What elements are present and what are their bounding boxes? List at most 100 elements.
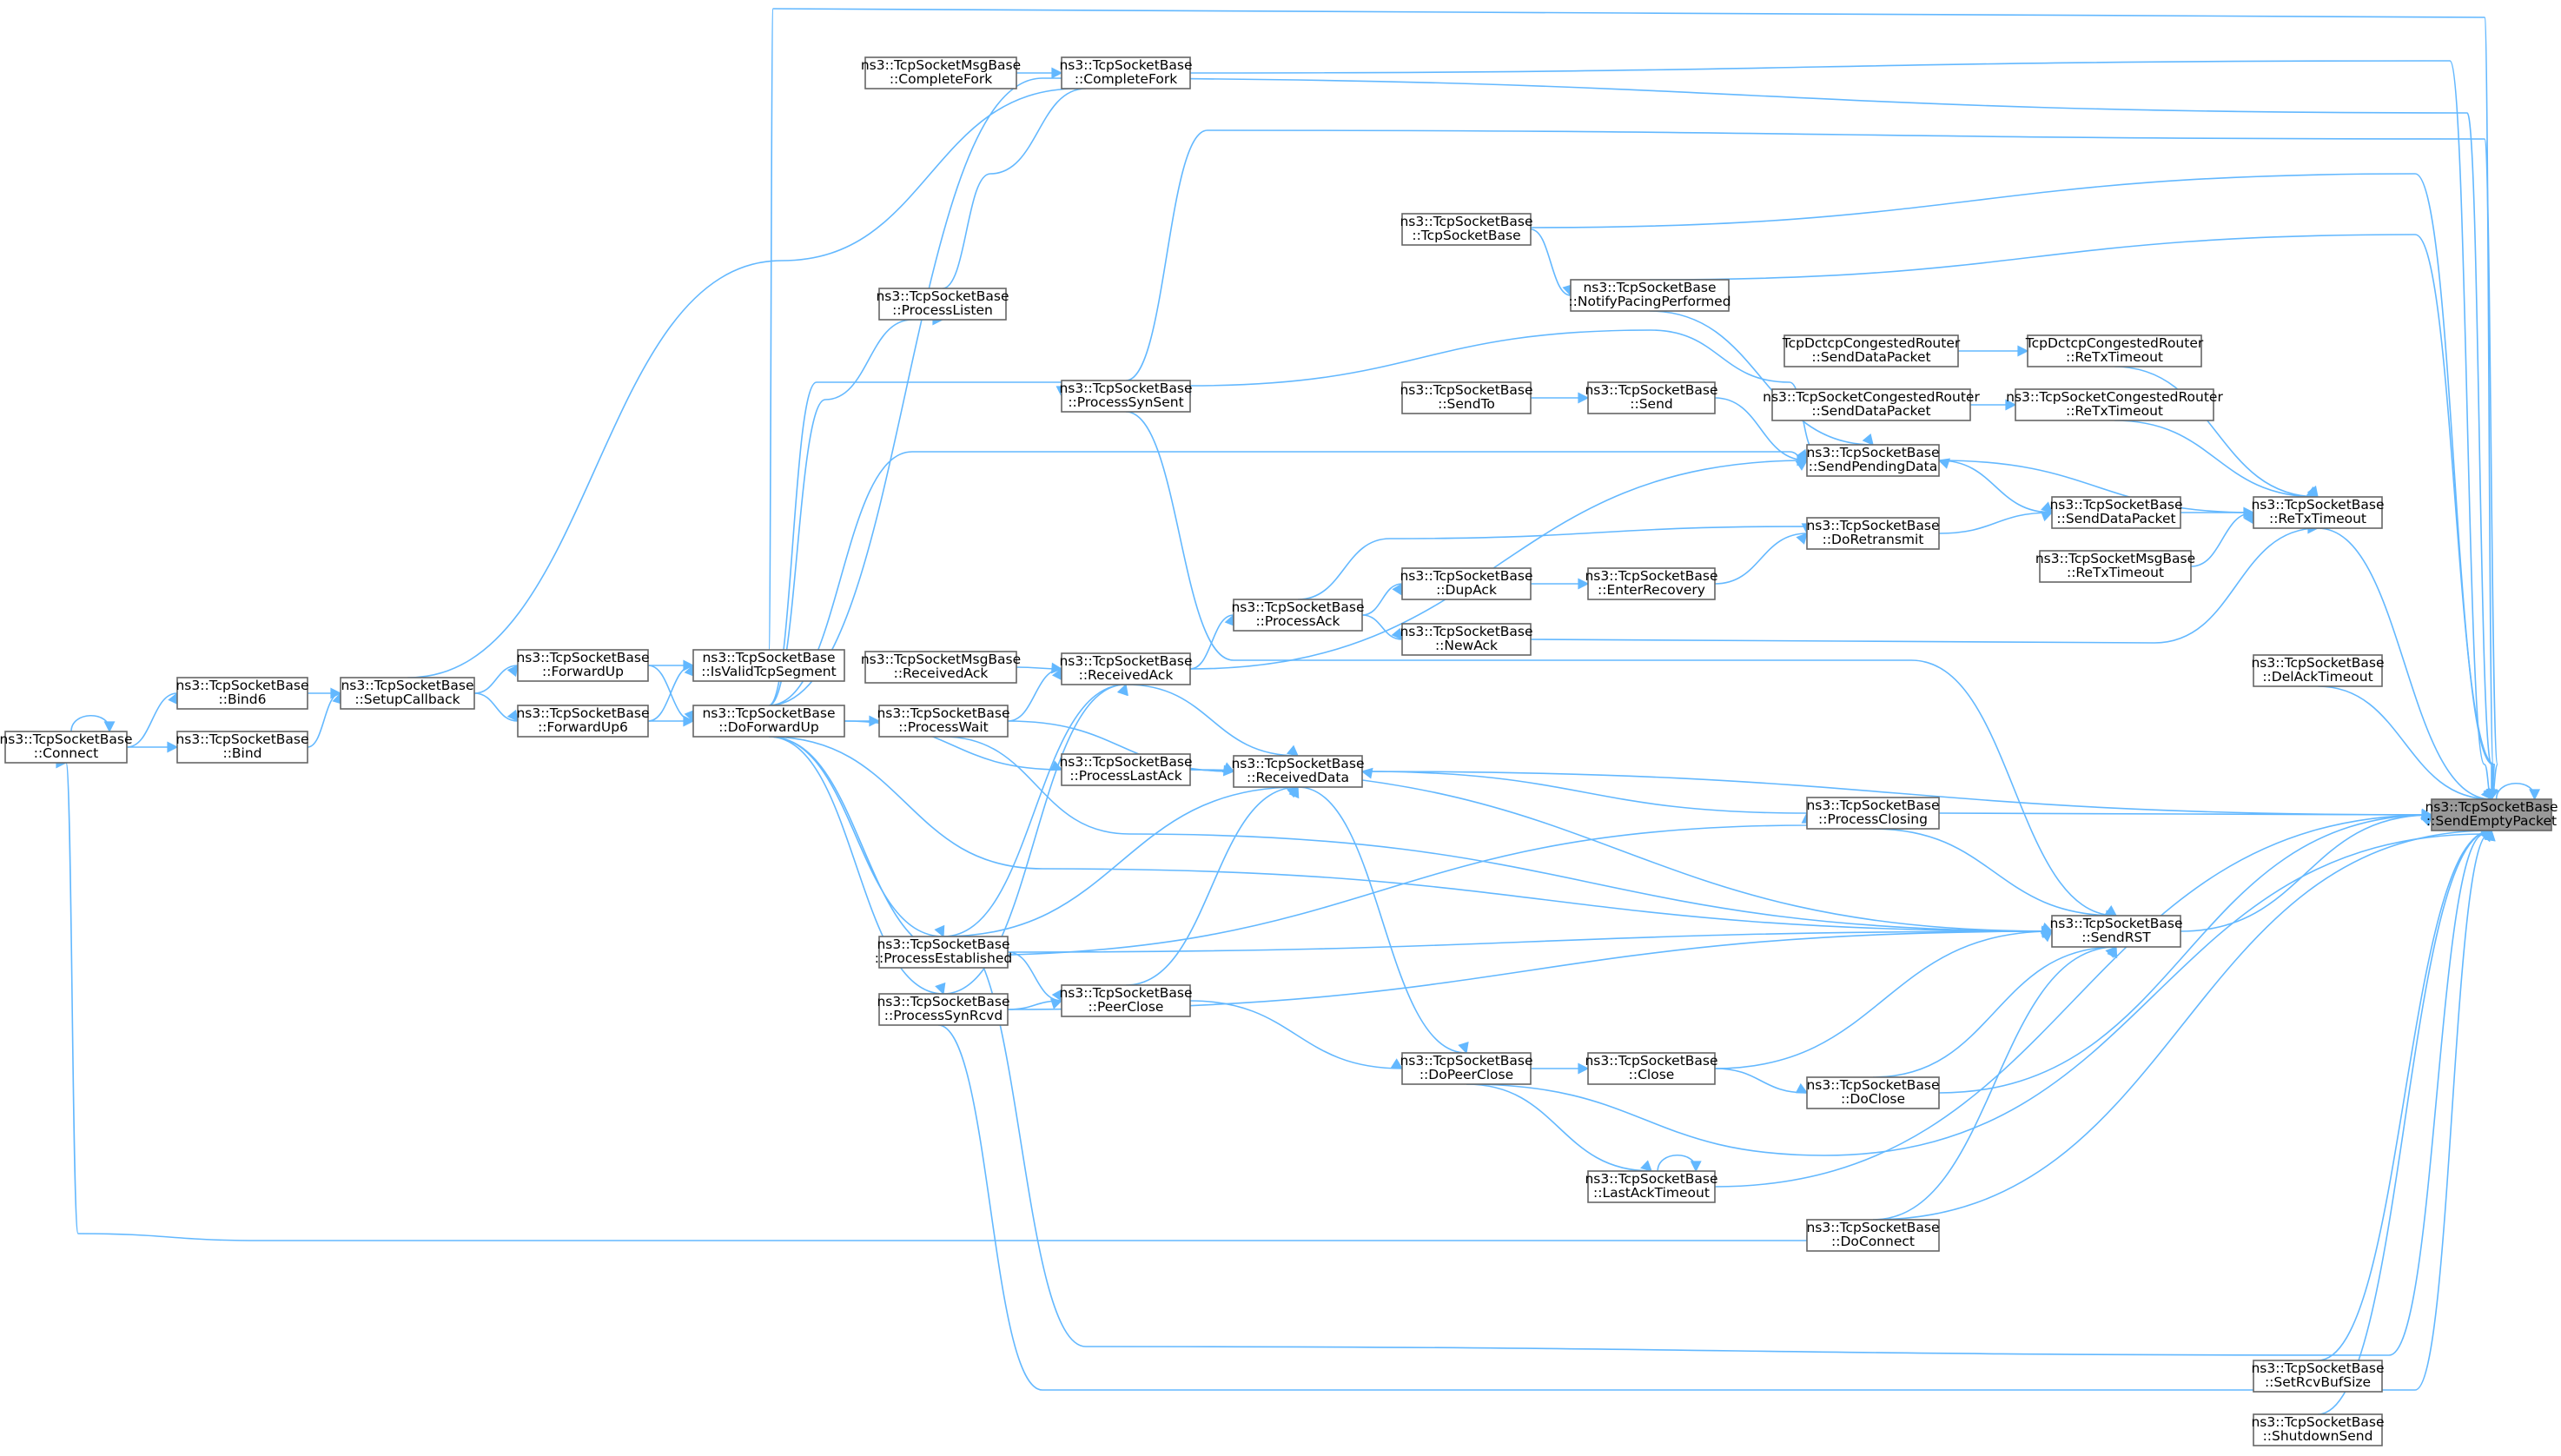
edge-processEstablished-to-sendRST <box>1007 925 2054 953</box>
node-completeFork[interactable]: ns3::TcpSocketBase::CompleteFork <box>1059 56 1193 89</box>
node-send[interactable]: ns3::TcpSocketBase::Send <box>1585 381 1718 414</box>
node-label: ns3::TcpSocketCongestedRouter <box>2006 389 2223 405</box>
node-msgCompleteFork[interactable]: ns3::TcpSocketMsgBase::CompleteFork <box>861 56 1021 89</box>
node-box <box>1401 213 1532 246</box>
node-box <box>1587 1170 1716 1203</box>
node-lastAckTimeout[interactable]: ns3::TcpSocketBase::LastAckTimeout <box>1585 1170 1718 1203</box>
edge-close-to-sendRST <box>1714 930 2054 1069</box>
node-processEstablished[interactable]: ns3::TcpSocketBase::ProcessEstablished <box>875 936 1012 969</box>
node-label: ns3::TcpSocketBase <box>702 705 835 721</box>
node-box <box>2015 388 2214 421</box>
node-box <box>2027 334 2202 367</box>
node-label: ns3::TcpSocketBase <box>341 678 473 693</box>
edge-peerClose-to-receivedData <box>1125 785 1300 986</box>
node-label: ns3::TcpSocketBase <box>1585 382 1717 398</box>
node-label: ::ProcessSynRcvd <box>884 1008 1003 1023</box>
node-setupCallback[interactable]: ns3::TcpSocketBase::SetupCallback <box>340 677 475 710</box>
node-box <box>2051 915 2181 948</box>
node-forwardUp[interactable]: ns3::TcpSocketBase::ForwardUp <box>516 649 650 682</box>
node-delAckTimeout[interactable]: ns3::TcpSocketBase::DelAckTimeout <box>2251 654 2385 687</box>
node-notifyPacing[interactable]: ns3::TcpSocketBase::NotifyPacingPerforme… <box>1568 279 1731 312</box>
edge-doForwardUp-to-processEstablished <box>768 736 945 938</box>
node-box <box>517 705 649 738</box>
node-processClosing[interactable]: ns3::TcpSocketBase::ProcessClosing <box>1806 797 1940 830</box>
edge-processEstablished-to-sendEmptyPacket <box>943 830 2493 1356</box>
edge-forwardUp-to-isValidTcpSegment <box>648 659 695 672</box>
node-label: ns3::TcpSocketBase <box>1400 624 1532 639</box>
node-processWait[interactable]: ns3::TcpSocketBase::ProcessWait <box>877 705 1010 738</box>
node-bind6[interactable]: ns3::TcpSocketBase::Bind6 <box>175 677 309 710</box>
node-congSendData[interactable]: ns3::TcpSocketCongestedRouter::SendDataP… <box>1763 388 1980 421</box>
node-tcpSocketBase[interactable]: ns3::TcpSocketBase::TcpSocketBase <box>1400 213 1533 246</box>
node-receivedData[interactable]: ns3::TcpSocketBase::ReceivedData <box>1231 755 1365 788</box>
edge-connect-to-connect <box>70 714 116 733</box>
node-label: ::SendDataPacket <box>1811 403 1930 419</box>
node-bind[interactable]: ns3::TcpSocketBase::Bind <box>175 731 309 764</box>
node-doConnect[interactable]: ns3::TcpSocketBase::DoConnect <box>1806 1219 1940 1252</box>
node-label: ::ShutdownSend <box>2263 1428 2373 1444</box>
node-label: ::ProcessAck <box>1255 613 1340 629</box>
node-sendPendingData[interactable]: ns3::TcpSocketBase::SendPendingData <box>1806 444 1940 477</box>
node-label: ::DoClose <box>1841 1091 1905 1107</box>
node-sendTo[interactable]: ns3::TcpSocketBase::SendTo <box>1400 381 1533 414</box>
node-msgReceivedAck[interactable]: ns3::TcpSocketMsgBase::ReceivedAck <box>861 651 1021 684</box>
node-label: ns3::TcpSocketBase <box>877 705 1009 721</box>
node-label: ::DupAck <box>1436 582 1497 598</box>
node-reTxTimeout[interactable]: ns3::TcpSocketBase::ReTxTimeout <box>2251 496 2385 529</box>
node-box <box>1806 444 1940 477</box>
node-isValidTcpSegment[interactable]: ns3::TcpSocketBase::IsValidTcpSegment <box>692 649 845 682</box>
node-dupAck[interactable]: ns3::TcpSocketBase::DupAck <box>1400 567 1533 600</box>
node-label: ::Close <box>1629 1067 1675 1082</box>
node-label: ns3::TcpSocketMsgBase <box>861 652 1021 667</box>
node-sendEmptyPacket[interactable]: ns3::TcpSocketBase::SendEmptyPacket <box>2425 798 2558 831</box>
node-sendRST[interactable]: ns3::TcpSocketBase::SendRST <box>2049 915 2183 948</box>
node-setRcvBufSize[interactable]: ns3::TcpSocketBase::SetRcvBufSize <box>2251 1360 2385 1393</box>
node-label: ::SetupCallback <box>354 692 460 707</box>
node-box <box>1233 599 1363 632</box>
node-box <box>176 677 308 710</box>
node-forwardUp6[interactable]: ns3::TcpSocketBase::ForwardUp6 <box>516 705 650 738</box>
node-label: ::ForwardUp6 <box>538 719 628 735</box>
node-label: ns3::TcpSocketBase <box>1059 754 1192 770</box>
node-label: ::LastAckTimeout <box>1593 1185 1710 1201</box>
node-doPeerClose[interactable]: ns3::TcpSocketBase::DoPeerClose <box>1400 1052 1533 1085</box>
node-label: ::ProcessListen <box>892 302 993 318</box>
node-congReTx[interactable]: ns3::TcpSocketCongestedRouter::ReTxTimeo… <box>2006 388 2223 421</box>
node-processSynRcvd[interactable]: ns3::TcpSocketBase::ProcessSynRcvd <box>877 993 1010 1026</box>
node-receivedAck[interactable]: ns3::TcpSocketBase::ReceivedAck <box>1059 652 1193 685</box>
edge-msgReTx-to-reTxTimeout <box>2190 511 2254 567</box>
edge-sendPendingData-to-sendDataPacket <box>1938 460 2053 513</box>
node-close[interactable]: ns3::TcpSocketBase::Close <box>1585 1052 1718 1085</box>
edge-doClose-to-sendRST <box>1872 946 2117 1078</box>
node-doRetransmit[interactable]: ns3::TcpSocketBase::DoRetransmit <box>1806 517 1940 550</box>
node-label: ::PeerClose <box>1089 999 1164 1015</box>
node-doClose[interactable]: ns3::TcpSocketBase::DoClose <box>1806 1076 1940 1109</box>
node-label: ::DoForwardUp <box>718 719 818 735</box>
edge-msgReceivedAck-to-receivedAck <box>1016 662 1063 674</box>
node-processListen[interactable]: ns3::TcpSocketBase::ProcessListen <box>876 288 1009 321</box>
edge-sendTo-to-send <box>1530 392 1590 404</box>
node-box <box>1061 652 1191 685</box>
node-box <box>1061 984 1191 1017</box>
node-processLastAck[interactable]: ns3::TcpSocketBase::ProcessLastAck <box>1059 753 1193 786</box>
node-processSynSent[interactable]: ns3::TcpSocketBase::ProcessSynSent <box>1059 380 1193 413</box>
node-msgReTx[interactable]: ns3::TcpSocketMsgBase::ReTxTimeout <box>2035 550 2195 583</box>
node-newAck[interactable]: ns3::TcpSocketBase::NewAck <box>1400 623 1533 656</box>
node-label: TcpDctcpCongestedRouter <box>1782 335 1961 351</box>
node-connect[interactable]: ns3::TcpSocketBase::Connect <box>0 731 133 764</box>
node-label: ns3::TcpSocketBase <box>1585 1171 1717 1187</box>
node-enterRecovery[interactable]: ns3::TcpSocketBase::EnterRecovery <box>1585 567 1718 600</box>
node-shutdownSend[interactable]: ns3::TcpSocketBase::ShutdownSend <box>2251 1413 2385 1446</box>
node-label: ns3::TcpSocketBase <box>1806 1077 1939 1093</box>
node-doForwardUp[interactable]: ns3::TcpSocketBase::DoForwardUp <box>692 705 845 738</box>
node-label: ns3::TcpSocketBase <box>1059 57 1192 73</box>
node-dctcpSendData[interactable]: TcpDctcpCongestedRouter::SendDataPacket <box>1782 334 1961 367</box>
node-sendDataPacket[interactable]: ns3::TcpSocketBase::SendDataPacket <box>2049 496 2183 529</box>
node-label: ns3::TcpSocketBase <box>1585 1053 1717 1069</box>
node-dctcpReTx[interactable]: TcpDctcpCongestedRouter::ReTxTimeout <box>2025 334 2204 367</box>
node-label: ns3::TcpSocketBase <box>1806 445 1939 460</box>
node-label: ::ReTxTimeout <box>2066 349 2163 365</box>
node-processAck[interactable]: ns3::TcpSocketBase::ProcessAck <box>1231 599 1365 632</box>
node-peerClose[interactable]: ns3::TcpSocketBase::PeerClose <box>1059 984 1193 1017</box>
node-label: ns3::TcpSocketBase <box>1059 381 1192 396</box>
